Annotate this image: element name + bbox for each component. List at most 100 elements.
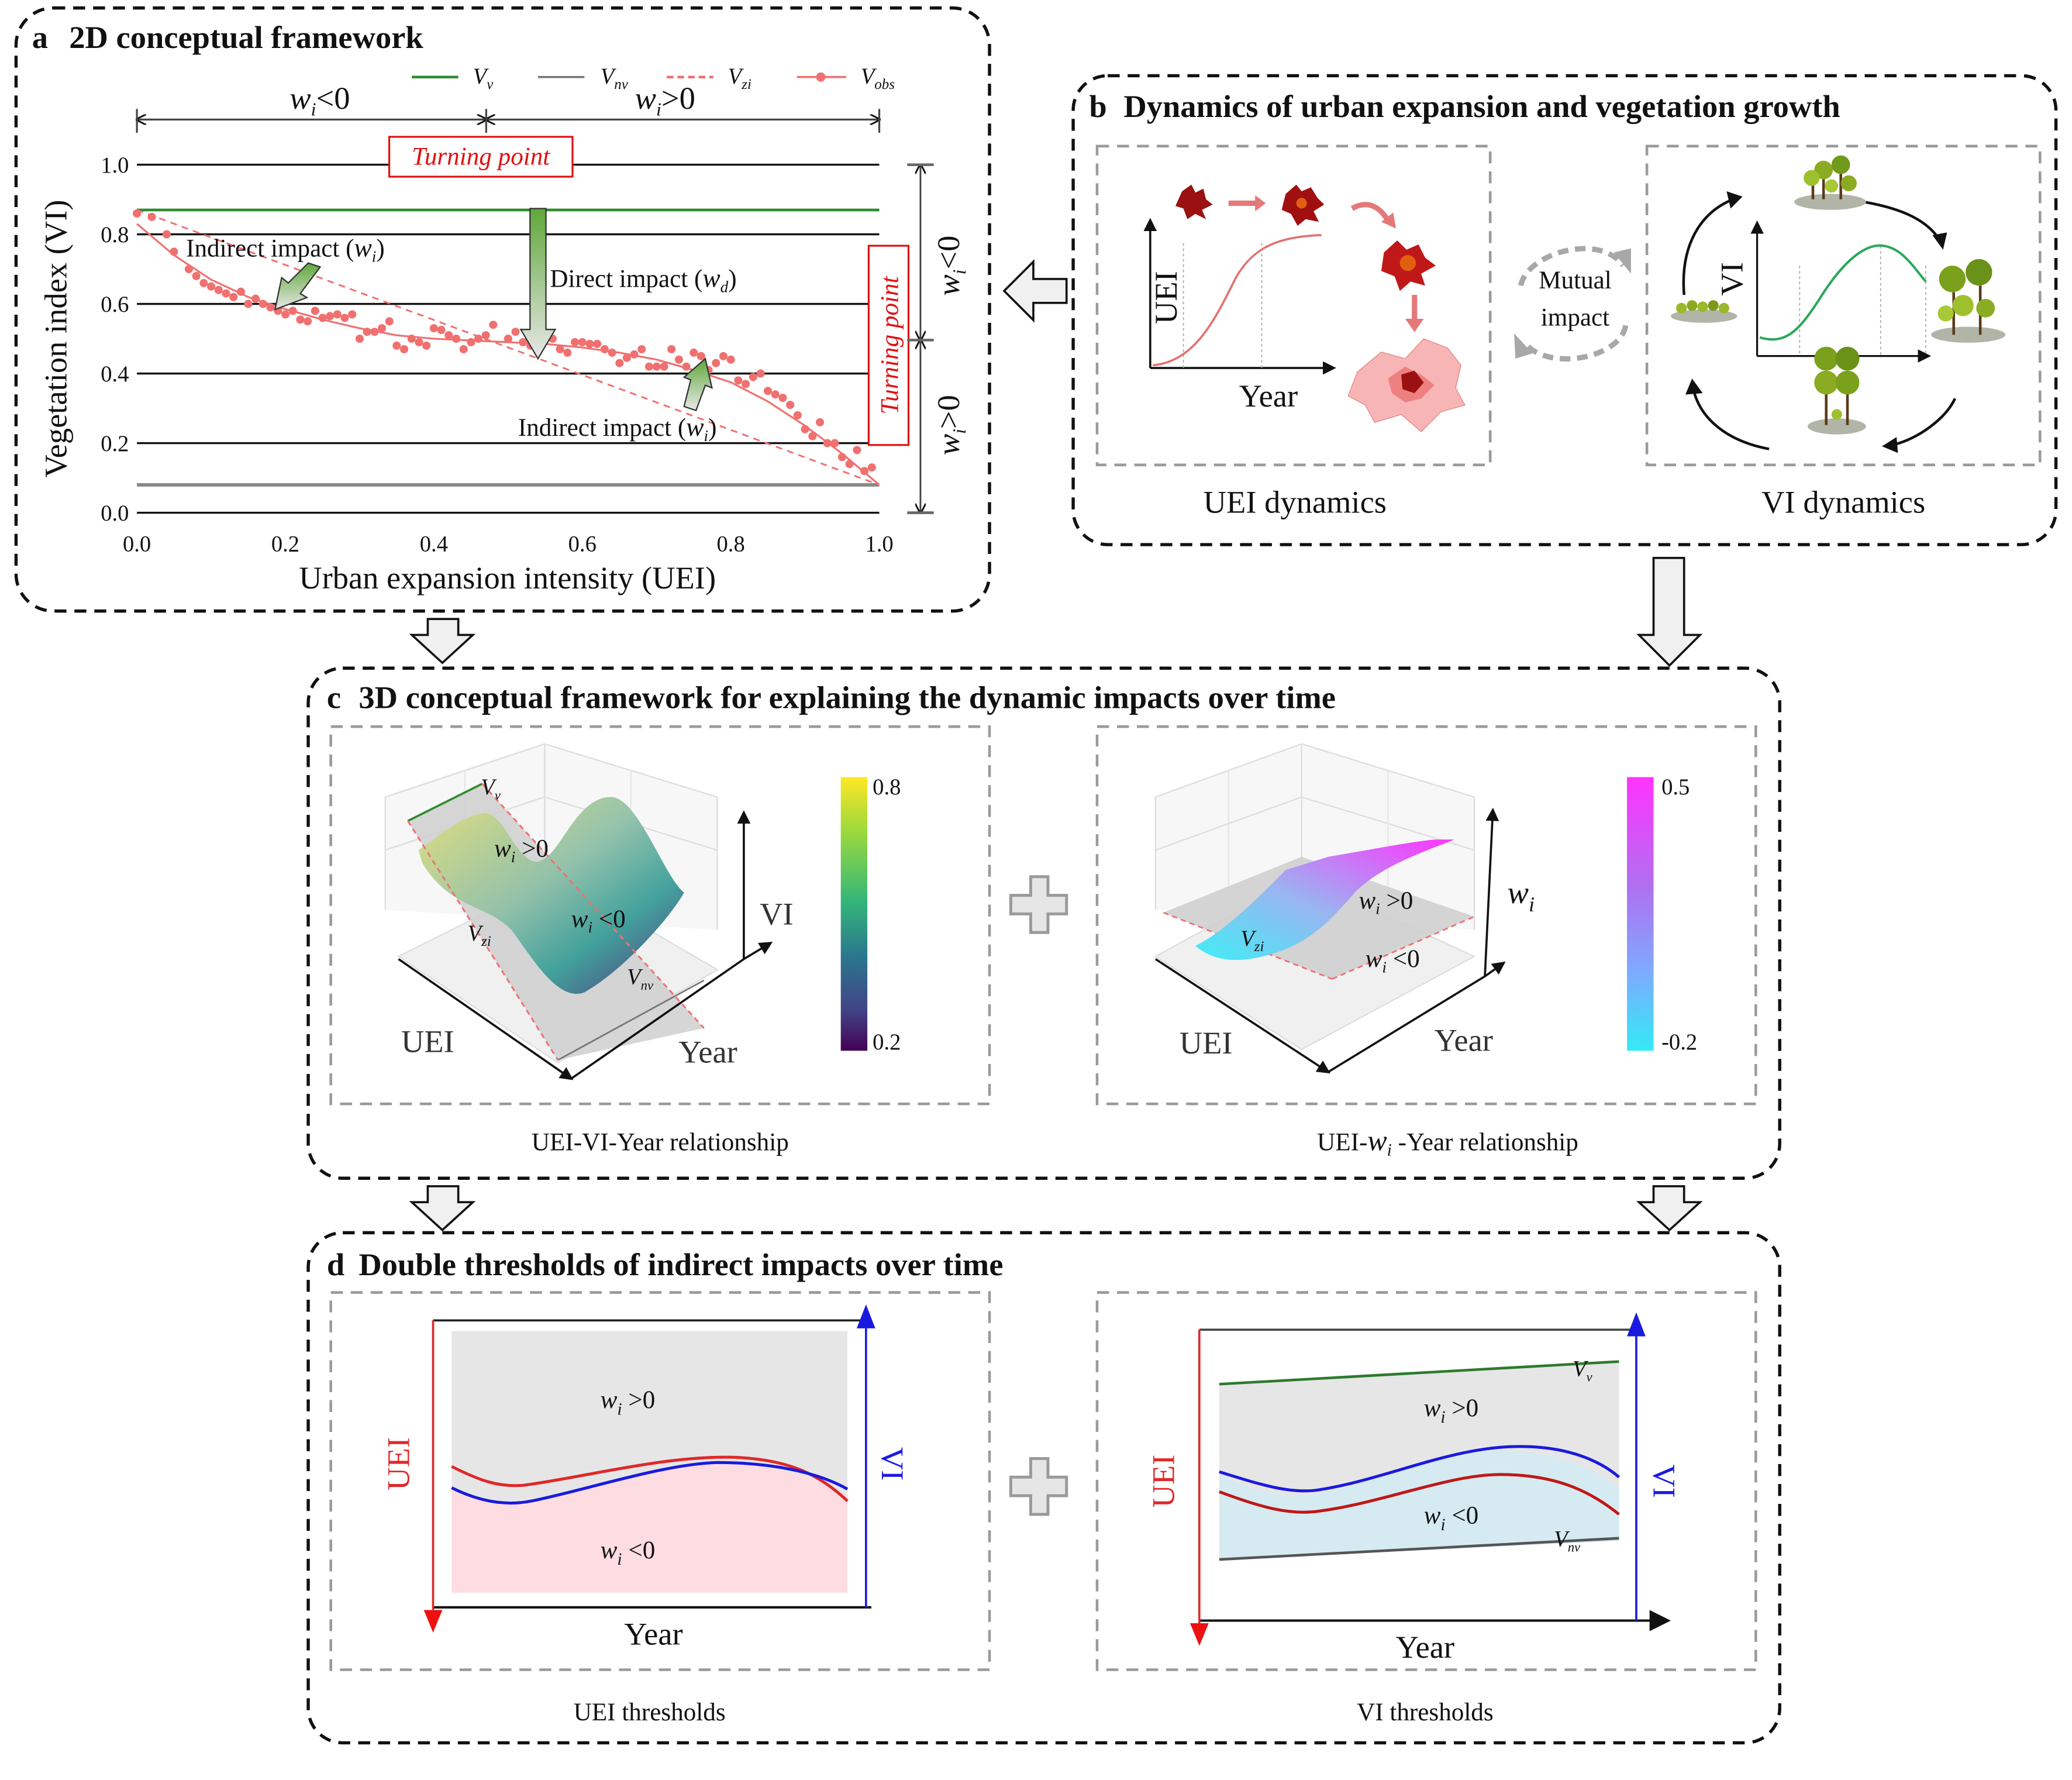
- vobs-point: [444, 331, 453, 340]
- annotation-indirect-lower: Indirect impact (wi): [518, 412, 717, 445]
- svg-text:Vzi: Vzi: [728, 64, 751, 92]
- y-tick-label: 0.0: [101, 501, 129, 526]
- svg-text:Turning point: Turning point: [412, 143, 550, 171]
- panel-d: d Double thresholds of indirect impacts …: [306, 1231, 1781, 1745]
- urban-expansion-icons: [1175, 184, 1466, 432]
- vobs-point: [222, 289, 230, 298]
- vobs-point: [399, 345, 409, 354]
- vobs-point: [207, 282, 216, 291]
- svg-text:impact: impact: [1541, 304, 1609, 331]
- flow-arrow-c-to-d-left: [409, 1185, 476, 1232]
- legend: Vv Vnv Vzi Vobs: [412, 64, 895, 92]
- tree-cluster-icons: [1670, 155, 2006, 435]
- vobs-point: [853, 446, 861, 455]
- wi-positive-label: wi >0: [494, 835, 549, 866]
- vi-threshold-curve: [451, 1461, 849, 1505]
- vi-dynamics-caption: VI dynamics: [1761, 484, 1925, 520]
- y-tick-label: 0.4: [101, 362, 129, 387]
- vobs-point: [333, 310, 342, 319]
- uei-axis-label: UEI: [1148, 271, 1184, 324]
- panel-a-border: [14, 6, 991, 613]
- vi-growth-curve: [1759, 244, 1927, 341]
- panel-a-letter: a: [32, 19, 48, 55]
- vzi-label: Vzi: [1240, 927, 1264, 955]
- vobs-point: [348, 310, 357, 319]
- svg-text:UEI: UEI: [1146, 1455, 1181, 1508]
- vi-thresholds-caption: VI thresholds: [1357, 1699, 1494, 1726]
- side-label-wi-neg: wi<0: [930, 236, 970, 296]
- uei-dynamics-caption: UEI dynamics: [1204, 484, 1387, 520]
- indirect-impact-arrow-upper: [274, 262, 322, 311]
- vobs-point: [311, 307, 319, 315]
- panel-b-letter: b: [1089, 88, 1106, 124]
- vv-line: [1219, 1360, 1619, 1386]
- svg-text:VI: VI: [875, 1447, 911, 1481]
- uei-dynamics-box: [1095, 144, 1492, 467]
- svg-text:Year: Year: [1435, 1022, 1493, 1058]
- vobs-point: [749, 373, 757, 381]
- vobs-point: [467, 338, 475, 347]
- vi-axis-label: VI: [1714, 262, 1750, 296]
- wi-negative-label: wi <0: [601, 1537, 656, 1569]
- vobs-point: [652, 362, 661, 371]
- uei-dynamics-chart: UEI Year: [1143, 218, 1336, 414]
- tree-cluster-right-icon: [1931, 259, 2006, 343]
- vobs-point: [170, 247, 178, 256]
- year-right-arrow-icon: [1649, 1610, 1671, 1631]
- vobs-point: [133, 209, 142, 218]
- svg-text:-0.2: -0.2: [1661, 1030, 1697, 1055]
- vobs-point: [637, 345, 646, 354]
- vobs-point: [837, 453, 846, 462]
- svg-text:UEI: UEI: [381, 1437, 416, 1490]
- mutual-impact-cycle: Mutual impact: [1514, 246, 1631, 362]
- vobs-point: [585, 339, 594, 348]
- vobs-point: [593, 339, 602, 348]
- viridis-colorbar: 0.8 0.2: [840, 775, 901, 1055]
- legend-item-vzi: Vzi: [667, 64, 751, 92]
- vobs-point: [451, 335, 461, 343]
- uei-wi-year-3d-plot: Vzi wi >0 wi <0 UEI Year wi: [1154, 743, 1535, 1074]
- vobs-point: [689, 348, 698, 357]
- vobs-point: [288, 307, 297, 315]
- svg-text:Year: Year: [624, 1616, 682, 1651]
- uei-wi-year-box: [1095, 725, 1757, 1106]
- panel-d-border: [306, 1231, 1781, 1745]
- vobs-point: [489, 321, 498, 329]
- x-axis-label: Urban expansion intensity (UEI): [299, 560, 716, 595]
- vobs-point: [600, 345, 609, 354]
- side-range-indicator: wi<0 wi>0: [907, 163, 970, 514]
- y-tick-label: 0.8: [101, 223, 129, 247]
- cool-colorbar: 0.5 -0.2: [1627, 775, 1697, 1055]
- vobs-point: [437, 326, 446, 335]
- uei-down-arrow-icon: [1190, 1623, 1209, 1646]
- svg-text:Vv: Vv: [473, 64, 494, 92]
- svg-text:Turning point: Turning point: [876, 276, 904, 414]
- annotation-direct: Direct impact (wd): [550, 264, 736, 296]
- vi-dynamics-chart: VI: [1682, 191, 1957, 453]
- vobs-point: [214, 285, 223, 294]
- panel-b: b Dynamics of urban expansion and vegeta…: [1071, 74, 2058, 546]
- vobs-point: [429, 324, 438, 333]
- svg-text:Vnv: Vnv: [601, 64, 629, 92]
- vobs-point: [667, 345, 676, 354]
- vv-label: Vv: [1573, 1357, 1593, 1385]
- vobs-point: [355, 335, 364, 343]
- plus-icon: [1009, 1457, 1068, 1516]
- plus-icon: [1009, 875, 1068, 934]
- wi-positive-label: wi >0: [1424, 1395, 1479, 1427]
- vobs-point: [697, 352, 705, 360]
- vobs-point: [742, 380, 750, 388]
- vobs-point: [823, 439, 832, 447]
- tree-cluster-top-icon: [1794, 155, 1866, 210]
- panel-d-title: Double thresholds of indirect impacts ov…: [358, 1247, 1003, 1282]
- vobs-point: [474, 335, 482, 343]
- vobs-point: [370, 328, 379, 336]
- vobs-point: [236, 287, 245, 296]
- vobs-point: [378, 324, 387, 333]
- vobs-point: [340, 314, 349, 322]
- tree-cluster-sparse-icon: [1670, 300, 1737, 323]
- vobs-point: [184, 265, 193, 274]
- panel-c-letter: c: [327, 679, 341, 715]
- vobs-point: [793, 411, 802, 419]
- flow-arrow-a-to-c: [409, 618, 476, 665]
